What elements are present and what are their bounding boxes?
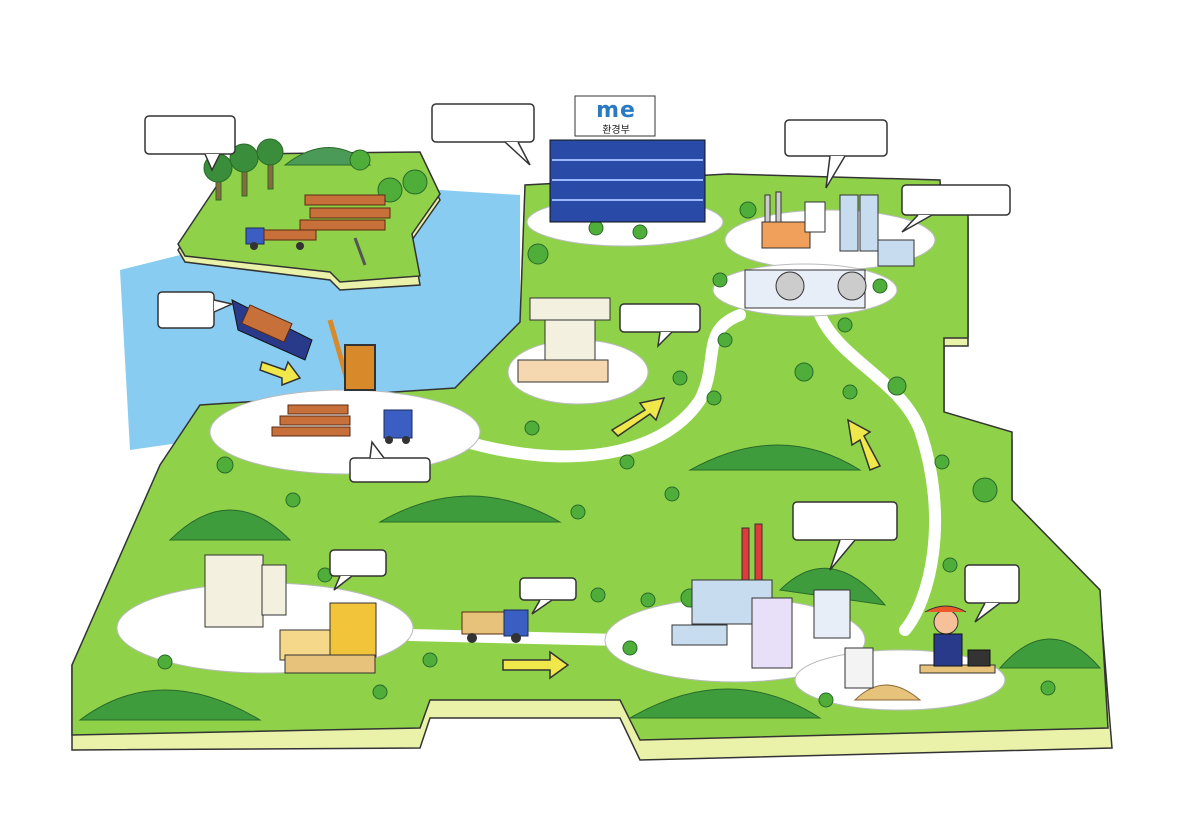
road <box>814 309 941 636</box>
hill <box>168 509 292 541</box>
hill <box>78 689 262 721</box>
furniture-icon <box>279 602 377 674</box>
log-pile-icon <box>271 194 391 437</box>
factory-icon <box>761 191 826 249</box>
road <box>454 309 746 463</box>
office-building-icon <box>517 297 611 383</box>
crane-icon <box>327 237 376 391</box>
ministry-building <box>549 95 706 223</box>
truck-icon <box>383 409 413 444</box>
speech-bubble-icon <box>144 103 1020 623</box>
silo-icon <box>839 194 915 267</box>
truck-icon <box>245 227 317 250</box>
sawdust-pile <box>844 647 922 701</box>
hill <box>778 567 887 606</box>
hill <box>628 688 822 719</box>
hill <box>998 638 1102 669</box>
ministry-logo: me <box>596 98 636 123</box>
arrow-icon <box>259 360 882 680</box>
worker-icon <box>919 605 996 674</box>
power-plant-icon <box>671 523 851 669</box>
factory-icon <box>744 269 867 309</box>
hill <box>688 444 862 471</box>
container-ship-icon <box>231 299 313 361</box>
ministry-logo-subtitle: 환경부 <box>602 125 630 136</box>
truck-icon <box>461 609 529 643</box>
apartment-building-icon <box>204 554 287 628</box>
trees <box>157 149 1056 708</box>
hill <box>378 495 562 523</box>
